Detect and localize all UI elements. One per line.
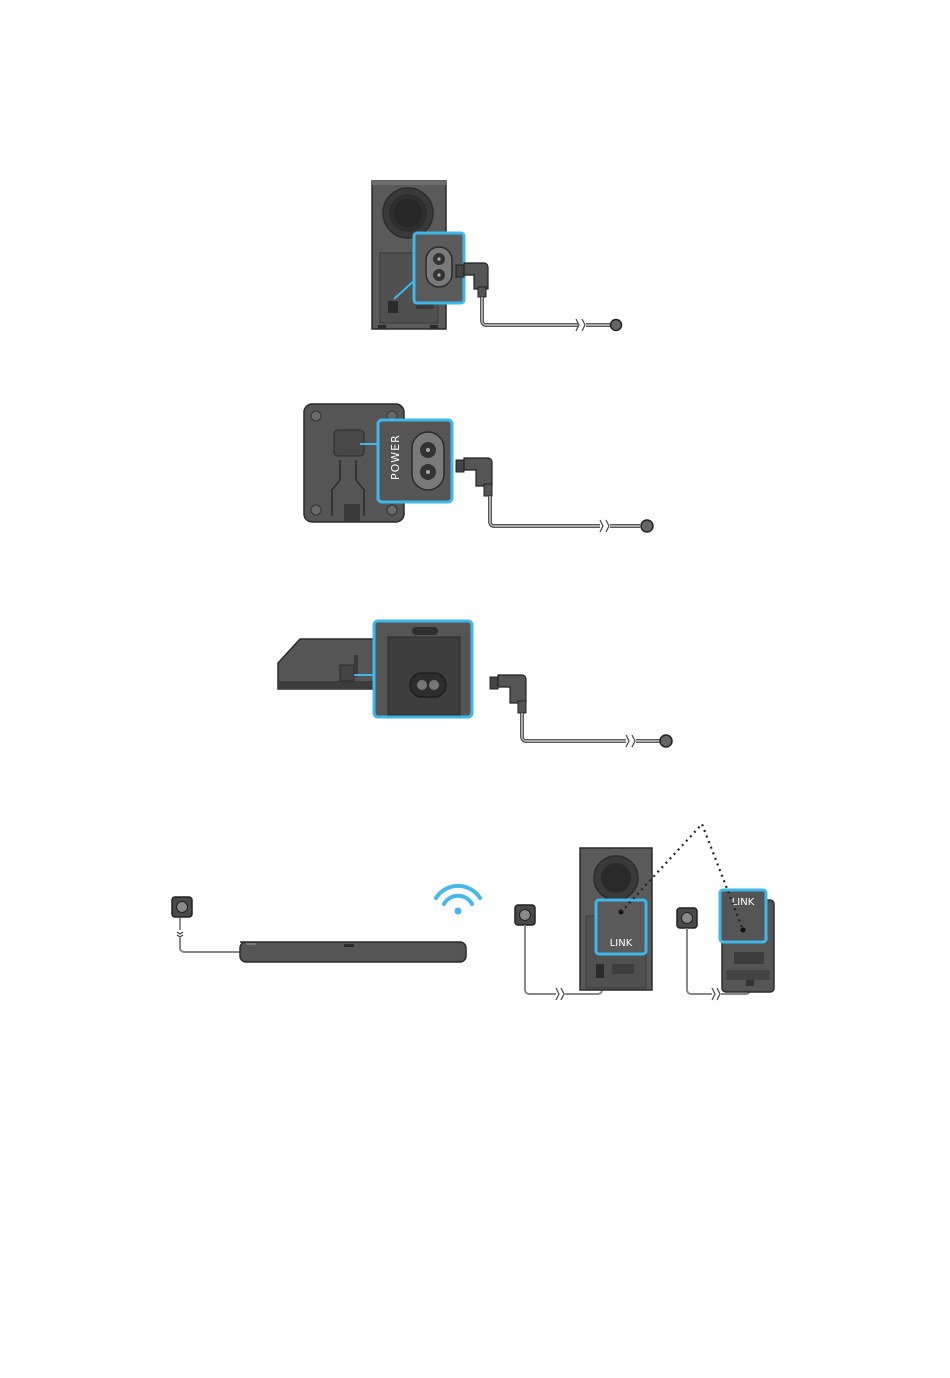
right-angle-power-plug-icon [456,458,492,496]
power-port-label: POWER [389,434,402,480]
subwoofer-link-label: LINK [610,938,633,949]
socket-zoom-inset [374,621,472,717]
figure-8-ac-socket-icon [412,432,444,490]
power-cable [482,297,622,331]
rear-speaker-link-label: LINK [732,897,755,908]
rear-speaker-power-diagram: POWER [300,400,665,545]
power-cable [522,713,672,747]
wifi-icon [436,886,480,915]
wall-outlet-icon [677,908,697,928]
soundbar-outlet [172,897,240,952]
subwoofer-link-zoom-inset: LINK [596,900,646,954]
subwoofer-power-diagram [360,175,640,335]
wireless-connection-diagram: LINK LINK [160,820,790,1010]
right-angle-power-plug-icon [490,675,526,713]
figure-8-ac-socket-icon [410,673,446,697]
wall-outlet-icon [515,905,535,925]
figure-8-ac-socket-icon [426,247,452,287]
socket-zoom-inset: POWER [378,420,452,502]
power-cable [490,496,653,532]
soundbar-power-diagram [270,615,680,750]
soundbar-unit [278,639,376,689]
wall-outlet-icon [172,897,192,917]
rear-speaker-link-zoom-inset: LINK [720,890,766,942]
soundbar-unit [240,942,466,962]
